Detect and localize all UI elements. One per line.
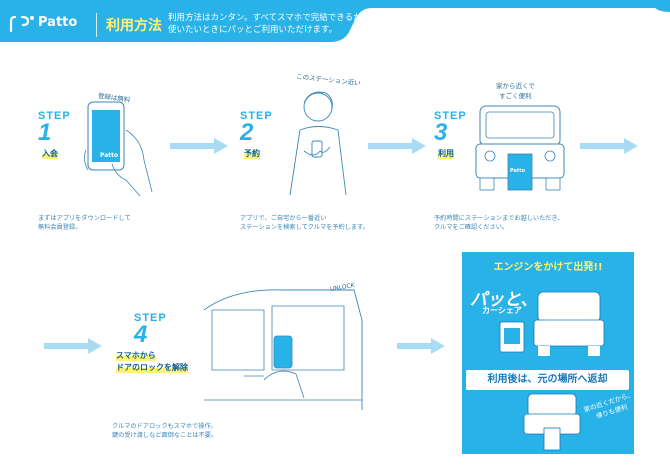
step-1-number: 1 (38, 119, 52, 146)
step-4-heading: STEP 4 (134, 312, 167, 349)
step-1-phone-text: Patto (100, 152, 119, 159)
header: Patto 利用方法 利用方法はカンタン。すべてスマホで完結できるから、 使いた… (0, 0, 670, 50)
step-3-caption-line-2: クルマをご確認ください。 (434, 224, 509, 231)
step-1-subtitle: 入会 (42, 148, 58, 159)
step-4-subtitle-line-2: ドアのロックを解除 (116, 362, 188, 373)
finish-catch-sub: カーシェア (482, 306, 522, 315)
arrow-right-icon (368, 138, 426, 154)
return-label: 利用後は、元の場所へ返却 (466, 370, 629, 390)
step-1-caption-line-2: 無料会員登録。 (38, 224, 82, 231)
step-1-label: STEP (38, 110, 71, 122)
finish-catch: パッと、 (470, 290, 538, 310)
step-3-sign-text: Patto (510, 168, 526, 174)
step-2-caption: アプリで、ご自宅から一番近い ステーションを検索してクルマを予約します。 (240, 214, 369, 232)
step-3-heading: STEP 3 (434, 110, 467, 147)
arrow-right-icon (580, 138, 638, 154)
step-3-note-line-1: 家から近くで (496, 82, 535, 90)
step-4-caption-line-2: 鍵の受け渡しなど面倒なことは不要。 (112, 432, 218, 439)
step-2-heading: STEP 2 (240, 110, 273, 147)
step-2-caption-line-1: アプリで、ご自宅から一番近い (240, 215, 327, 222)
finish-title: エンジンをかけて出発!! (493, 262, 603, 273)
header-desc-line-1: 利用方法はカンタン。すべてスマホで完結できるから、 (168, 13, 379, 23)
step-2-label: STEP (240, 110, 273, 122)
step-3-caption-line-1: 予約時間にステーションまでお越しいただき、 (434, 215, 564, 222)
step-1-caption-line-1: まずはアプリをダウンロードして (38, 215, 131, 222)
header-desc-line-2: 使いたいときにパッとご利用いただけます。 (168, 25, 338, 35)
step-4-subtitle-line-1: スマホから (116, 350, 156, 361)
step-3-note: 家から近くで すごく便利 (496, 80, 535, 100)
arrow-right-icon (397, 338, 445, 354)
step-4-number: 4 (134, 321, 148, 348)
patto-logo-icon (9, 15, 34, 33)
page-title: 利用方法 (106, 18, 162, 34)
step-3-subtitle: 利用 (438, 148, 454, 159)
header-description: 利用方法はカンタン。すべてスマホで完結できるから、 使いたいときにパッとご利用い… (168, 12, 379, 36)
station-sign-illustration (499, 321, 525, 353)
logo-text: Patto (38, 15, 78, 30)
step-2-subtitle: 予約 (244, 148, 260, 159)
returned-car-illustration (523, 393, 581, 451)
step-3-note-line-2: すごく便利 (499, 92, 532, 100)
finish-car-illustration (533, 291, 605, 356)
arrow-right-icon (170, 138, 228, 154)
car-front-illustration (475, 105, 565, 191)
step-3-caption: 予約時間にステーションまでお越しいただき、 クルマをご確認ください。 (434, 214, 563, 232)
header-band (0, 0, 670, 42)
step-1-caption: まずはアプリをダウンロードして 無料会員登録。 (38, 214, 131, 232)
step-3-label: STEP (434, 110, 467, 122)
step-4-caption-line-1: クルマのドアロックもスマホで操作。 (112, 423, 217, 430)
step-2-number: 2 (240, 119, 254, 146)
car-door-unlock-illustration (204, 289, 363, 410)
step-4-label: STEP (134, 312, 167, 324)
step-1-heading: STEP 1 (38, 110, 71, 147)
person-with-phone-illustration (289, 91, 347, 196)
header-divider (96, 13, 97, 37)
hand-phone-illustration (84, 101, 153, 197)
arrow-right-icon (44, 338, 102, 354)
step-3-number: 3 (434, 119, 448, 146)
step-4-caption: クルマのドアロックもスマホで操作。 鍵の受け渡しなど面倒なことは不要。 (112, 422, 217, 440)
step-2-caption-line-2: ステーションを検索してクルマを予約します。 (240, 224, 369, 231)
